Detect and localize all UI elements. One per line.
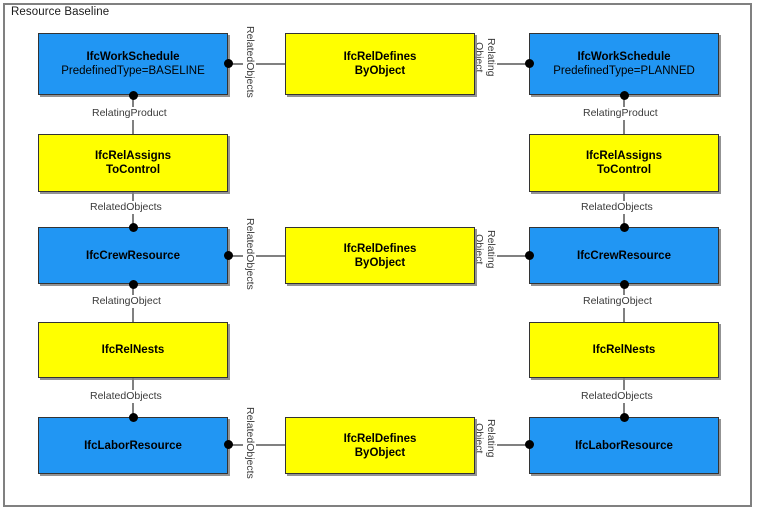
node-rel-nests-left[interactable]: IfcRelNests bbox=[38, 322, 228, 378]
node-title-line2: ByObject bbox=[354, 446, 406, 459]
connector-mid-right-horizontal bbox=[474, 255, 531, 257]
connection-dot bbox=[525, 251, 534, 260]
node-work-schedule-planned[interactable]: IfcWorkSchedule PredefinedType=PLANNED bbox=[529, 33, 719, 95]
connection-dot bbox=[224, 251, 233, 260]
node-title-line2: ByObject bbox=[354, 256, 406, 269]
connection-dot bbox=[525, 440, 534, 449]
node-crew-resource-right[interactable]: IfcCrewResource bbox=[529, 227, 719, 284]
node-title: IfcWorkSchedule bbox=[577, 51, 671, 63]
edge-label-related-objects-bottom: RelatedObjects bbox=[243, 405, 256, 481]
node-title-line1: IfcRelDefines bbox=[343, 242, 417, 255]
node-title-line1: IfcRelDefines bbox=[343, 432, 417, 445]
edge-label-related-objects-mid: RelatedObjects bbox=[243, 216, 256, 292]
node-title-line2: ToControl bbox=[596, 164, 652, 176]
edge-label-relating-object-right-1: RelatingObject bbox=[581, 295, 654, 308]
connector-top-right-horizontal bbox=[474, 63, 531, 65]
edge-label-related-objects-right-1: RelatedObjects bbox=[579, 201, 655, 214]
edge-label-relating-object-left-1: RelatingObject bbox=[90, 295, 163, 308]
connection-dot bbox=[620, 223, 629, 232]
node-rel-defines-by-object-bottom[interactable]: IfcRelDefines ByObject bbox=[285, 417, 475, 474]
node-title: IfcCrewResource bbox=[577, 249, 671, 262]
edge-label-relating-product-right: RelatingProduct bbox=[581, 107, 660, 120]
node-rel-nests-right[interactable]: IfcRelNests bbox=[529, 322, 719, 378]
connection-dot bbox=[129, 91, 138, 100]
edge-label-line1: Relating bbox=[485, 230, 497, 269]
node-title-line2: ToControl bbox=[105, 164, 161, 176]
node-rel-defines-by-object-middle[interactable]: IfcRelDefines ByObject bbox=[285, 227, 475, 284]
diagram-title: Resource Baseline bbox=[11, 6, 110, 18]
node-crew-resource-left[interactable]: IfcCrewResource bbox=[38, 227, 228, 284]
connection-dot bbox=[129, 223, 138, 232]
connector-bottom-right-horizontal bbox=[474, 444, 531, 446]
node-rel-assigns-to-control-left[interactable]: IfcRelAssigns ToControl bbox=[38, 134, 228, 192]
connection-dot bbox=[129, 280, 138, 289]
node-title: IfcLaborResource bbox=[84, 439, 182, 452]
node-rel-assigns-to-control-right[interactable]: IfcRelAssigns ToControl bbox=[529, 134, 719, 192]
edge-label-relating-object-mid: Relating Object bbox=[473, 228, 497, 271]
connector-bottom-left-horizontal bbox=[228, 444, 285, 446]
connection-dot bbox=[525, 59, 534, 68]
node-attribute: PredefinedType=PLANNED bbox=[553, 65, 695, 77]
edge-label-related-objects-left-1: RelatedObjects bbox=[88, 201, 164, 214]
connection-dot bbox=[620, 280, 629, 289]
node-labor-resource-left[interactable]: IfcLaborResource bbox=[38, 417, 228, 474]
edge-label-line1: Relating bbox=[485, 419, 497, 458]
connector-top-left-horizontal bbox=[228, 63, 285, 65]
connection-dot bbox=[224, 59, 233, 68]
node-title: IfcLaborResource bbox=[575, 439, 673, 452]
edge-label-line1: Relating bbox=[485, 38, 497, 77]
node-title: IfcCrewResource bbox=[86, 249, 180, 262]
edge-label-relating-object-top: Relating Object bbox=[473, 36, 497, 79]
edge-label-related-objects-top: RelatedObjects bbox=[243, 24, 256, 100]
node-title: IfcRelNests bbox=[592, 344, 656, 356]
edge-label-related-objects-left-2: RelatedObjects bbox=[88, 390, 164, 403]
connection-dot bbox=[620, 91, 629, 100]
connector-mid-left-horizontal bbox=[228, 255, 285, 257]
edge-label-relating-object-bottom: Relating Object bbox=[473, 417, 497, 460]
node-rel-defines-by-object-top[interactable]: IfcRelDefines ByObject bbox=[285, 33, 475, 95]
edge-label-relating-product-left: RelatingProduct bbox=[90, 107, 169, 120]
node-title-line1: IfcRelAssigns bbox=[585, 150, 663, 162]
node-work-schedule-baseline[interactable]: IfcWorkSchedule PredefinedType=BASELINE bbox=[38, 33, 228, 95]
connection-dot bbox=[620, 413, 629, 422]
connection-dot bbox=[224, 440, 233, 449]
node-title-line2: ByObject bbox=[354, 65, 406, 77]
edge-label-related-objects-right-2: RelatedObjects bbox=[579, 390, 655, 403]
connection-dot bbox=[129, 413, 138, 422]
node-title-line1: IfcRelAssigns bbox=[94, 150, 172, 162]
node-title: IfcRelNests bbox=[101, 344, 165, 356]
node-labor-resource-right[interactable]: IfcLaborResource bbox=[529, 417, 719, 474]
node-attribute: PredefinedType=BASELINE bbox=[61, 65, 205, 77]
node-title-line1: IfcRelDefines bbox=[343, 51, 417, 63]
node-title: IfcWorkSchedule bbox=[86, 51, 180, 63]
